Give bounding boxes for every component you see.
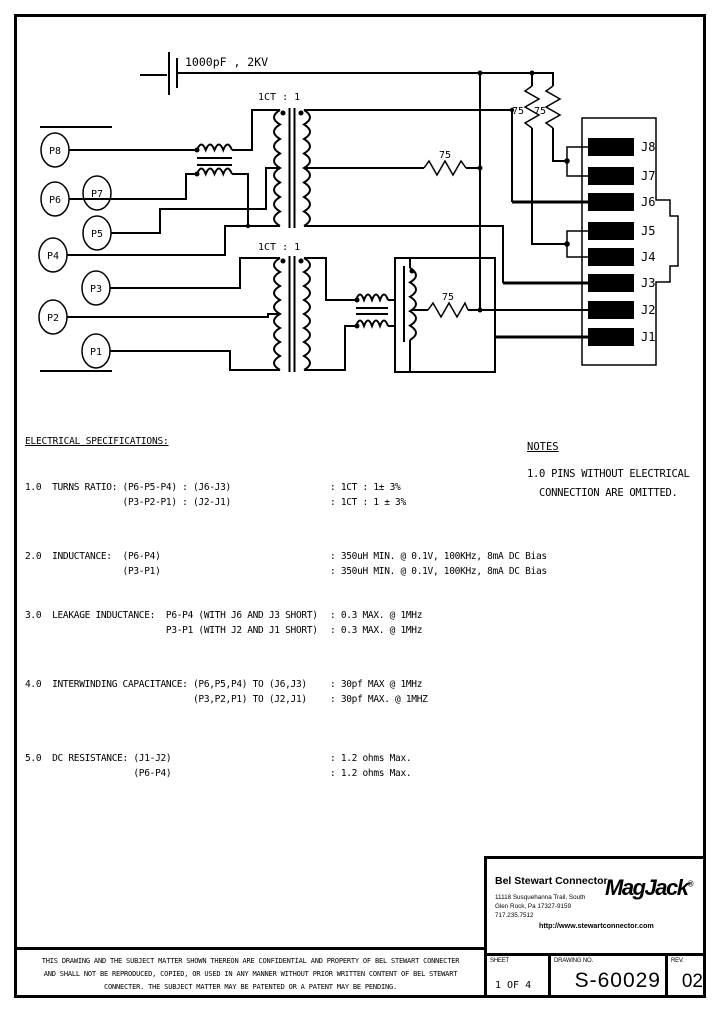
sheet-cell: SHEET 1 OF 4	[487, 956, 548, 995]
pin-p6-label: P6	[49, 195, 61, 206]
top-bus-wire	[177, 70, 554, 310]
drawing-number-value: S-60029	[574, 969, 661, 992]
spec-value: : 1CT : 1± 3% : 1CT : 1 ± 3%	[330, 482, 406, 508]
spec-label: 2.0 INDUCTANCE: (P6-P4) (P3-P1)	[25, 551, 161, 577]
jack-pad-j2	[588, 301, 634, 319]
schematic: 1000pF , 2KV P8 P7 P6 P5 P4 P3 P2 P	[38, 52, 679, 373]
specs-title: ELECTRICAL SPECIFICATIONS:	[25, 436, 169, 447]
pin-p5-label: P5	[91, 229, 103, 240]
primary-wires-bottom	[67, 257, 280, 371]
capacitor-label: 1000pF , 2KV	[185, 55, 268, 69]
pin-p7-label: P7	[91, 189, 103, 200]
jack-j1-label: J1	[641, 330, 655, 344]
resistor-r2-label: 75	[512, 106, 524, 117]
company-address: 11118 Susquehanna Trail, South Glen Rock…	[495, 893, 585, 920]
spec-value: : 1.2 ohms Max. : 1.2 ohms Max.	[330, 753, 412, 779]
jack-j4-label: J4	[641, 250, 655, 264]
jack-connector-outline	[581, 117, 679, 366]
unconnected-stub-lines	[40, 126, 112, 372]
spec-label: 5.0 DC RESISTANCE: (J1-J2) (P6-P4)	[25, 753, 172, 779]
jack-pad-j8	[588, 138, 634, 156]
spec-label: 3.0 LEAKAGE INDUCTANCE: P6-P4 (WITH J6 A…	[25, 610, 318, 636]
transformer-t1-ratio-label: 1CT : 1	[258, 92, 300, 103]
address-line-2: Glen Rock, Pa 17327-9159	[495, 903, 571, 910]
title-block-company-area: Bel Stewart Connector 11118 Susquehanna …	[487, 859, 706, 953]
pin-p1-label: P1	[90, 347, 102, 358]
pin-p2-label: P2	[47, 313, 59, 324]
jack-j2-label: J2	[641, 303, 655, 317]
jack-connector: J8 J7 J6 J5 J4 J3 J2 J1	[581, 117, 679, 366]
spec-value: : 0.3 MAX. @ 1MHz : 0.3 MAX. @ 1MHz	[330, 610, 423, 636]
company-url: http://www.stewartconnector.com	[539, 921, 654, 930]
disclaimer-line: AND SHALL NOT BE REPRODUCED, COPIED, OR …	[43, 970, 458, 978]
termination-resistors: 75 75	[512, 85, 567, 245]
address-line-1: 11118 Susquehanna Trail, South	[495, 894, 586, 901]
spec-value: : 350uH MIN. @ 0.1V, 100KHz, 8mA DC Bias…	[330, 551, 547, 577]
transformer-t2-ratio-label: 1CT : 1	[258, 242, 300, 253]
notes-body: 1.0 PINS WITHOUT ELECTRICAL CONNECTION A…	[527, 468, 690, 499]
company-name: Bel Stewart Connector	[495, 875, 608, 887]
secondary-wires-top: 75	[304, 107, 588, 285]
disclaimer-line: CONNECTER. THE SUBJECT MATTER MAY BE PAT…	[103, 983, 398, 991]
revision-value: 02	[681, 971, 703, 992]
jack-pad-j1	[588, 328, 634, 346]
filter-box: 75	[394, 257, 588, 373]
sheet-label: SHEET	[490, 958, 510, 964]
spec-value: : 30pf MAX @ 1MHz : 30pf MAX. @ 1MHZ	[330, 679, 428, 705]
spec-label: 1.0 TURNS RATIO: (P6-P5-P4) : (J6-J3) (P…	[25, 482, 231, 508]
common-mode-choke-top	[194, 143, 233, 177]
spec-label: 4.0 INTERWINDING CAPACITANCE: (P6,P5,P4)…	[25, 679, 307, 705]
jack-j5-label: J5	[641, 224, 655, 238]
jack-j7-label: J7	[641, 169, 655, 183]
registered-mark: ®	[687, 879, 694, 889]
company-phone: 717.235.7512	[495, 912, 534, 919]
notes-section: NOTES 1.0 PINS WITHOUT ELECTRICAL CONNEC…	[527, 441, 690, 503]
jack-pad-j4	[588, 248, 634, 266]
drawing-number-label: DRAWING NO.	[554, 958, 593, 964]
disclaimer-line: THIS DRAWING AND THE SUBJECT MATTER SHOW…	[41, 957, 460, 965]
primary-wires-top	[67, 109, 280, 256]
drawing-number-cell: DRAWING NO. S-60029	[548, 956, 668, 995]
capacitor-1000pf: 1000pF , 2KV	[140, 52, 268, 95]
jack-pad-j6	[588, 193, 634, 211]
jack-j6-label: J6	[641, 195, 655, 209]
jack-j8-label: J8	[641, 140, 655, 154]
title-block-info-row: SHEET 1 OF 4 DRAWING NO. S-60029 REV. 02	[487, 953, 706, 995]
pin-p4-label: P4	[47, 251, 59, 262]
revision-label: REV.	[671, 958, 684, 964]
jack-j3-label: J3	[641, 276, 655, 290]
title-block: Bel Stewart Connector 11118 Susquehanna …	[484, 856, 706, 995]
jack-pad-j5	[588, 222, 634, 240]
transformer-t2: 1CT : 1	[258, 242, 311, 372]
jack-pad-j3	[588, 274, 634, 292]
input-pins: P8 P7 P6 P5 P4 P3 P2 P1	[38, 132, 112, 369]
resistor-r4-label: 75	[442, 292, 454, 303]
magjack-logo: MagJack®	[605, 875, 694, 900]
sheet-value: 1 OF 4	[495, 980, 532, 991]
pin-p3-label: P3	[90, 284, 102, 295]
pin-p8-label: P8	[49, 146, 61, 157]
drawing-border	[14, 14, 706, 998]
resistor-r1-label: 75	[439, 150, 451, 161]
disclaimer-box: THIS DRAWING AND THE SUBJECT MATTER SHOW…	[17, 947, 484, 995]
pin-p7	[82, 175, 112, 211]
jack-tie-brackets	[564, 146, 588, 258]
resistor-r3-label: 75	[534, 106, 546, 117]
revision-cell: REV. 02	[668, 956, 706, 995]
jack-pad-j7	[588, 167, 634, 185]
notes-title: NOTES	[527, 441, 559, 453]
common-mode-choke-bottom	[304, 257, 395, 371]
